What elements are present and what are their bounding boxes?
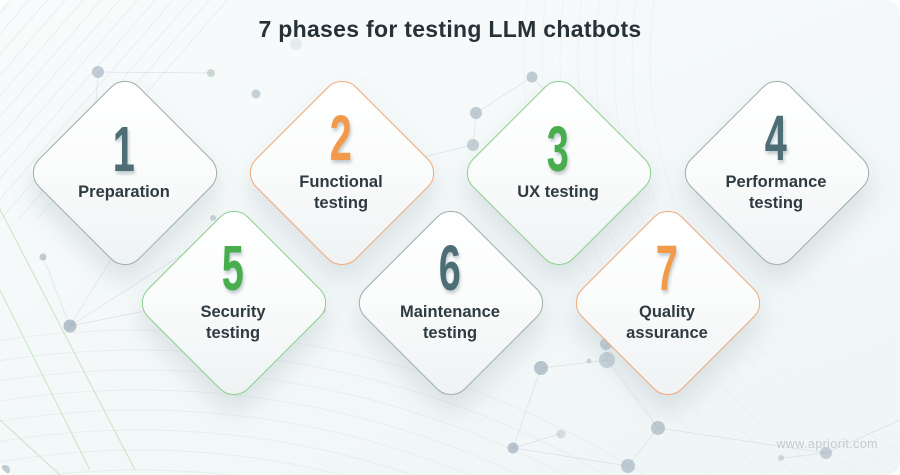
phase-number-6: 6: [438, 232, 462, 305]
phase-label-7: Quality assurance: [626, 302, 708, 342]
phase-content-7: 7 Quality assurance: [568, 203, 766, 401]
phase-content-6: 6 Maintenance testing: [351, 203, 549, 401]
phase-number-4: 4: [764, 102, 788, 175]
phase-content-5: 5 Security testing: [134, 203, 332, 401]
watermark-url: www.apriorit.com: [776, 437, 878, 451]
phase-label-2: Functional testing: [299, 172, 383, 212]
phase-diamond-5: 5 Security testing: [133, 202, 335, 404]
phase-label-5: Security testing: [200, 302, 266, 342]
phase-number-3: 3: [546, 112, 570, 185]
phase-label-6: Maintenance testing: [400, 302, 500, 342]
phase-content-2: 2 Functional testing: [242, 73, 440, 271]
phase-label-3: UX testing: [517, 183, 599, 202]
phase-diamond-2: 2 Functional testing: [241, 72, 443, 274]
phase-number-1: 1: [112, 112, 136, 185]
phase-label-1: Preparation: [78, 183, 170, 202]
phase-diamond-7: 7 Quality assurance: [567, 202, 769, 404]
phase-number-2: 2: [329, 102, 353, 175]
phase-number-5: 5: [221, 232, 245, 305]
infographic-title: 7 phases for testing LLM chatbots: [258, 16, 642, 42]
phase-diamond-6: 6 Maintenance testing: [350, 202, 552, 404]
phase-number-7: 7: [655, 232, 679, 305]
